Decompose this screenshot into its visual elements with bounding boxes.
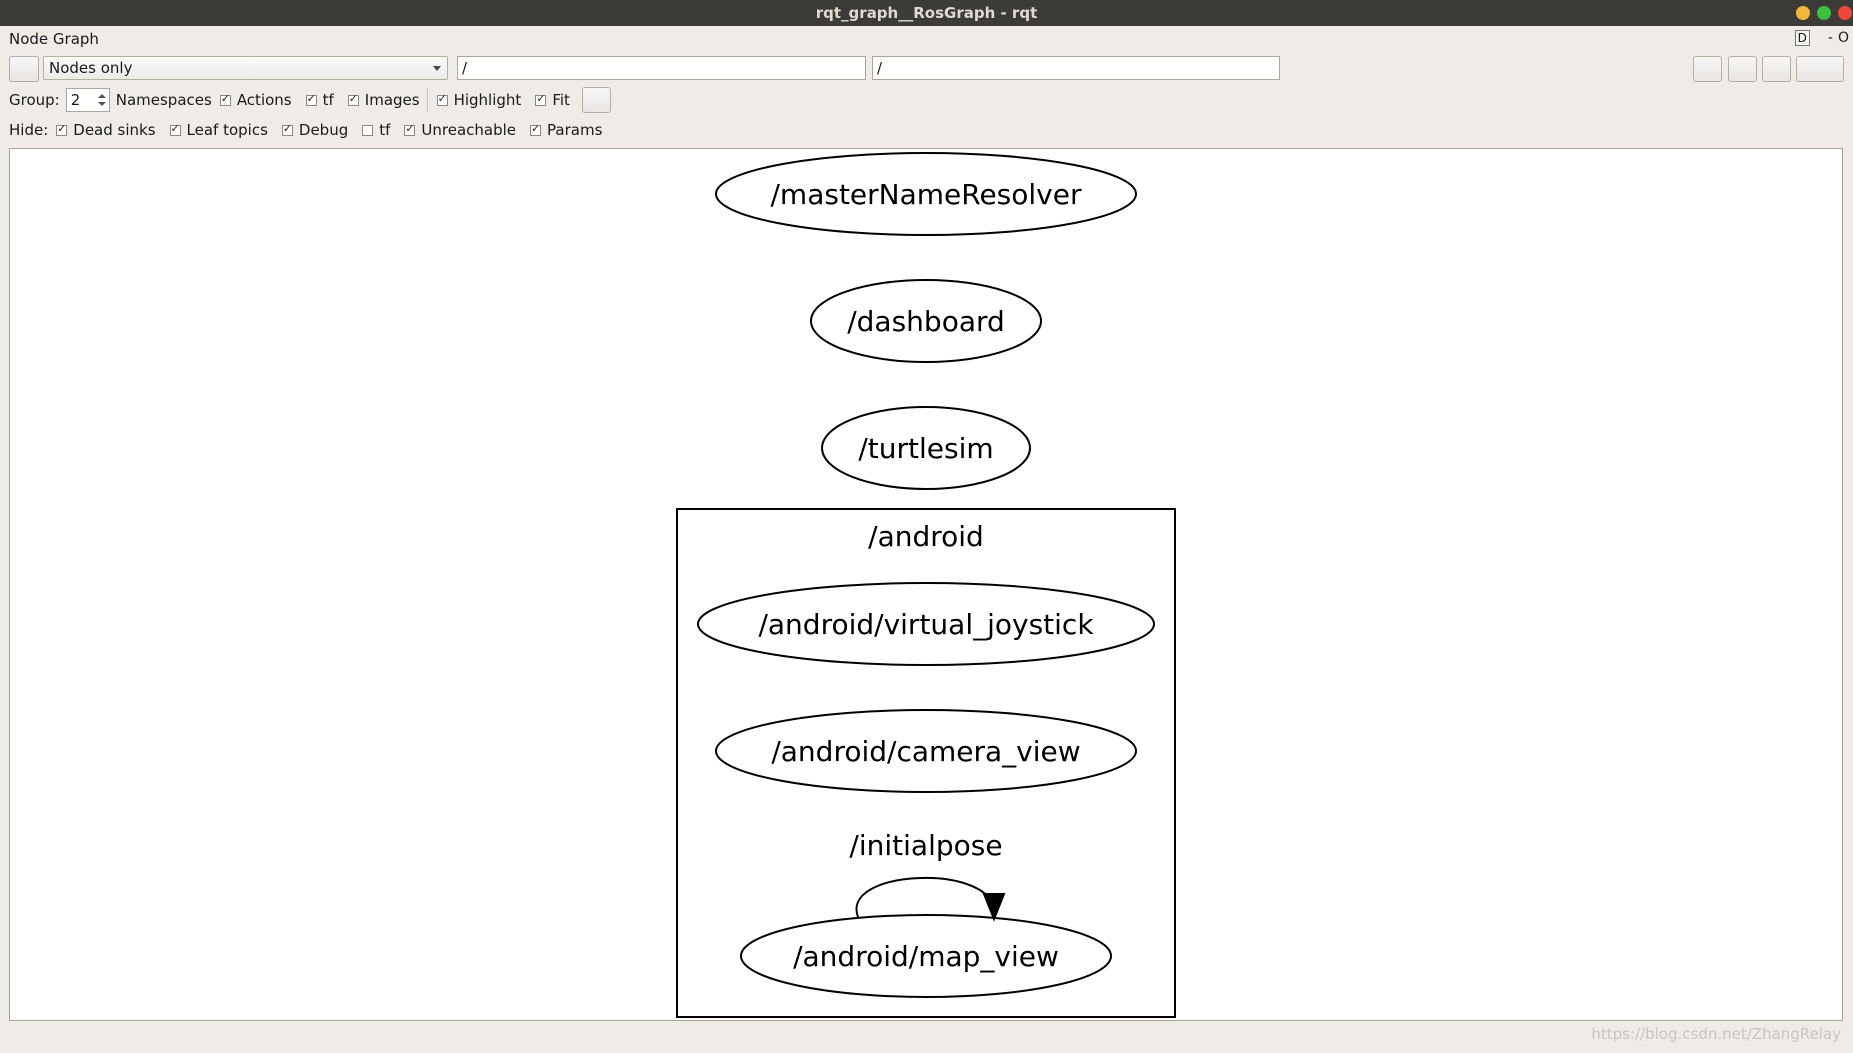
graph-edge-initialpose[interactable]: /initialpose	[849, 829, 1006, 922]
group-spinbox[interactable]: 2	[65, 88, 110, 112]
node-label-turtlesim: /turtlesim	[858, 432, 993, 465]
node-ellipse	[715, 709, 1137, 793]
spin-up-icon[interactable]	[97, 94, 106, 98]
filter-exclude-input[interactable]: /	[872, 56, 1280, 80]
debug-checkbox[interactable]	[281, 122, 293, 136]
hide-label: Hide:	[9, 121, 49, 139]
dock-title: Node Graph	[9, 30, 99, 48]
options-row: Group: 2 Namespaces Actions tf Images Hi…	[9, 87, 611, 113]
cluster-box	[676, 508, 1176, 1018]
unreachable-checkbox[interactable]	[404, 122, 416, 136]
tf-checkbox[interactable]	[305, 92, 317, 106]
node-ellipse	[715, 152, 1137, 236]
spin-down-icon[interactable]	[97, 102, 106, 106]
params-label: Params	[547, 121, 603, 139]
node-ellipse	[810, 279, 1042, 363]
cluster-label: /android	[868, 520, 984, 553]
maximize-button[interactable]	[1817, 6, 1831, 20]
images-checkbox[interactable]	[347, 92, 359, 106]
dock-minimize-button[interactable]: -	[1827, 30, 1833, 46]
window-title: rqt_graph__RosGraph - rqt	[815, 4, 1038, 22]
filter-include-input[interactable]: /	[457, 56, 866, 80]
debug-label: Debug	[298, 121, 349, 139]
load-dot-button[interactable]	[1693, 56, 1722, 82]
edge-label-initialpose: /initialpose	[849, 829, 1002, 862]
namespaces-checkbox[interactable]	[219, 92, 231, 106]
group-value: 2	[70, 91, 81, 109]
images-label: Images	[364, 91, 420, 109]
hide-tf-label: tf	[379, 121, 391, 139]
edge-arrowhead	[982, 893, 1006, 922]
save-image-button[interactable]	[1796, 56, 1844, 82]
minimize-button[interactable]	[1796, 6, 1810, 20]
chevron-down-icon	[433, 66, 441, 71]
dead-sinks-checkbox[interactable]	[56, 122, 68, 136]
tf-label: tf	[322, 91, 334, 109]
dock-controls: D - O	[1794, 30, 1849, 46]
fit-label: Fit	[552, 91, 570, 109]
unreachable-label: Unreachable	[421, 121, 517, 139]
node-label-map: /android/map_view	[793, 940, 1059, 973]
toolbar-separator	[426, 88, 428, 112]
graph-node-master[interactable]: /masterNameResolver	[715, 152, 1137, 236]
fit-in-view-button[interactable]	[581, 87, 611, 113]
group-label: Group:	[9, 91, 60, 109]
node-label-joystick: /android/virtual_joystick	[758, 608, 1094, 641]
hide-tf-checkbox[interactable]	[362, 124, 374, 136]
graph-node-dashboard[interactable]: /dashboard	[810, 279, 1042, 363]
graph-mode-value: Nodes only	[49, 59, 133, 77]
leaf-topics-label: Leaf topics	[186, 121, 268, 139]
window-titlebar: rqt_graph__RosGraph - rqt	[0, 0, 1853, 26]
node-ellipse	[821, 406, 1031, 490]
graph-canvas[interactable]: /masterNameResolver /dashboard /turtlesi…	[9, 148, 1843, 1021]
dead-sinks-label: Dead sinks	[73, 121, 156, 139]
node-label-master: /masterNameResolver	[770, 178, 1081, 211]
highlight-label: Highlight	[453, 91, 522, 109]
graph-cluster-android[interactable]: /android	[676, 508, 1176, 1018]
graph-node-joystick[interactable]: /android/virtual_joystick	[697, 582, 1155, 666]
save-dot-button[interactable]	[1728, 56, 1757, 82]
dock-d-button[interactable]: D	[1794, 30, 1810, 46]
graph-mode-select[interactable]: Nodes only	[43, 56, 448, 80]
fit-checkbox[interactable]	[535, 92, 547, 106]
watermark: https://blog.csdn.net/ZhangRelay	[1591, 1025, 1841, 1043]
save-svg-button[interactable]	[1762, 56, 1791, 82]
graph-node-map[interactable]: /android/map_view	[740, 914, 1112, 998]
node-ellipse	[740, 914, 1112, 998]
graph-node-camera[interactable]: /android/camera_view	[715, 709, 1137, 793]
params-checkbox[interactable]	[530, 122, 542, 136]
hide-row: Hide: Dead sinks Leaf topics Debug tf Un…	[9, 121, 602, 139]
namespaces-label: Namespaces	[115, 91, 212, 109]
close-button[interactable]	[1838, 6, 1852, 20]
node-label-camera: /android/camera_view	[771, 735, 1080, 768]
edge-path	[855, 877, 994, 918]
graph-svg: /masterNameResolver /dashboard /turtlesi…	[676, 152, 1176, 1018]
highlight-checkbox[interactable]	[436, 92, 448, 106]
node-ellipse	[697, 582, 1155, 666]
actions-label: Actions	[236, 91, 292, 109]
graph-node-turtlesim[interactable]: /turtlesim	[821, 406, 1031, 490]
leaf-topics-checkbox[interactable]	[169, 122, 181, 136]
dock-close-button[interactable]: O	[1837, 30, 1849, 46]
node-label-dashboard: /dashboard	[847, 305, 1005, 338]
refresh-graph-button[interactable]	[9, 56, 39, 82]
